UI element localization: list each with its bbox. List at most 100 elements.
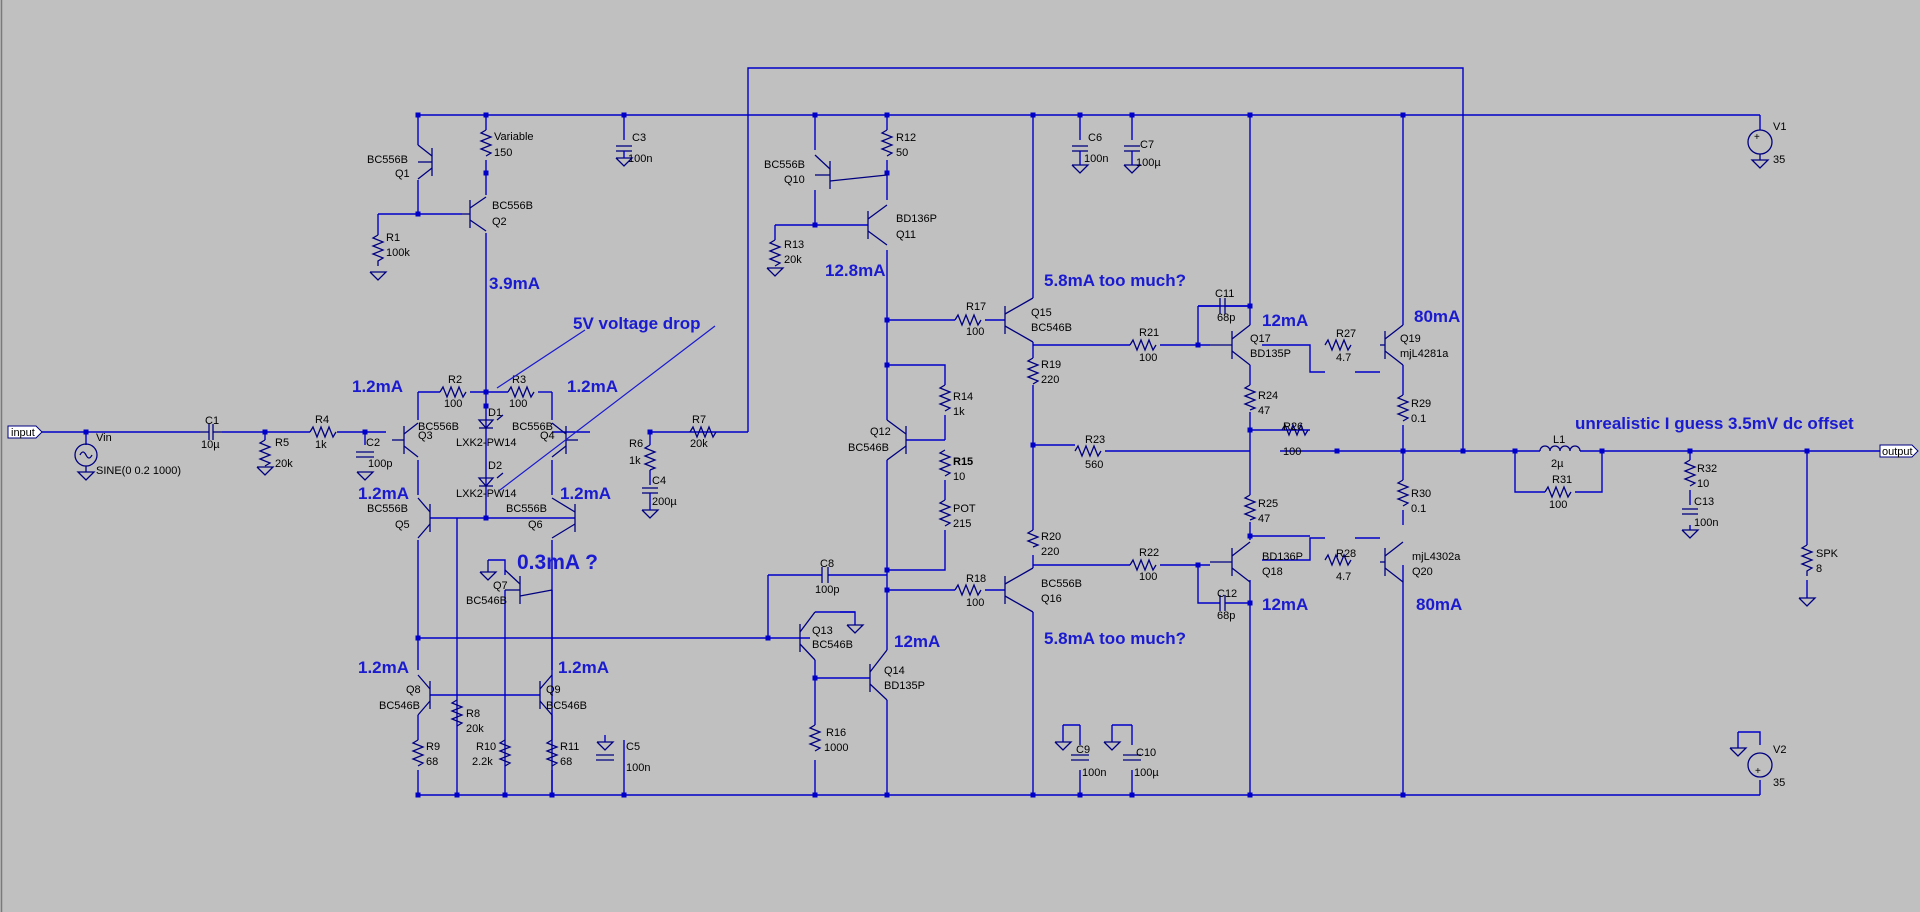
- q14-model: BD135P: [884, 680, 925, 692]
- capacitor-bodies: [200, 145, 1698, 761]
- r1-value: 100k: [386, 247, 410, 259]
- r5-value: 20k: [275, 458, 293, 470]
- r22-value: 100: [1139, 571, 1157, 583]
- r18-value: 100: [966, 597, 984, 609]
- r27-name: R27: [1336, 328, 1356, 340]
- l1-name: L1: [1553, 434, 1565, 446]
- spk-value: 8: [1816, 563, 1822, 575]
- q15-model: BC546B: [1031, 322, 1072, 334]
- svg-text:+: +: [1755, 766, 1761, 777]
- r12-name: R12: [896, 132, 916, 144]
- supply-v1-value: 35: [1773, 154, 1785, 166]
- r28-name: R28: [1336, 548, 1356, 560]
- vr-value: 150: [494, 147, 512, 159]
- r4-value: 1k: [315, 439, 327, 451]
- vin-source[interactable]: Vin SINE(0 0.2 1000): [74, 432, 181, 481]
- c2-value: 100p: [368, 458, 392, 470]
- r6-value: 1k: [629, 455, 641, 467]
- c8-name: C8: [820, 558, 834, 570]
- c3-name: C3: [632, 132, 646, 144]
- r12-value: 50: [896, 147, 908, 159]
- c10-name: C10: [1136, 747, 1156, 759]
- annotation-q19-current: 80mA: [1414, 307, 1460, 326]
- vdrop-pointer-1: [496, 329, 586, 389]
- q12-model: BC546B: [848, 442, 889, 454]
- r13-value: 20k: [784, 254, 802, 266]
- annotation-q14-current: 12mA: [894, 632, 940, 651]
- c2-name: C2: [366, 437, 380, 449]
- q16-model: BC556B: [1041, 578, 1082, 590]
- r13-name: R13: [784, 239, 804, 251]
- q17-model: BD135P: [1250, 348, 1291, 360]
- vin-value: SINE(0 0.2 1000): [96, 465, 181, 477]
- c6-value: 100n: [1084, 153, 1108, 165]
- supply-v1[interactable]: + V1 35: [1747, 121, 1786, 169]
- q11-model: BD136P: [896, 213, 937, 225]
- r25-value: 47: [1258, 513, 1270, 525]
- q3-name: Q3: [418, 430, 433, 442]
- annotation-q11-current: 12.8mA: [825, 261, 885, 280]
- r1-name: R1: [386, 232, 400, 244]
- led-d2[interactable]: [477, 472, 504, 487]
- r7-value: 20k: [690, 438, 708, 450]
- q5-name: Q5: [395, 519, 410, 531]
- c3-value: 100n: [628, 153, 652, 165]
- r4-name: R4: [315, 414, 329, 426]
- input-port[interactable]: input: [7, 425, 43, 439]
- c13-name: C13: [1694, 496, 1714, 508]
- r2-name: R2: [448, 374, 462, 386]
- r15-name: R15: [953, 456, 973, 468]
- d2-model: LXK2-PW14: [456, 488, 517, 500]
- r17-value: 100: [966, 326, 984, 338]
- c13-value: 100n: [1694, 517, 1718, 529]
- r21-name: R21: [1139, 327, 1159, 339]
- q1-model: BC556B: [367, 154, 408, 166]
- c4-value: 200µ: [652, 496, 677, 508]
- q20-model: mjL4302a: [1412, 551, 1461, 563]
- r3-name: R3: [512, 374, 526, 386]
- c9-value: 100n: [1082, 767, 1106, 779]
- supply-v2-value: 35: [1773, 777, 1785, 789]
- vr-name: Variable: [494, 131, 534, 143]
- r16-value: 1000: [824, 742, 848, 754]
- c7-name: C7: [1140, 139, 1154, 151]
- r25-name: R25: [1258, 498, 1278, 510]
- r18-name: R18: [966, 573, 986, 585]
- vdrop-pointer-2: [499, 325, 716, 491]
- r8-value: 20k: [466, 723, 484, 735]
- q1-name: Q1: [395, 168, 410, 180]
- annotation-q2-current: 3.9mA: [489, 274, 540, 293]
- q10-name: Q10: [784, 174, 805, 186]
- q19-model: mjL4281a: [1400, 348, 1449, 360]
- annotation-q6-current: 1.2mA: [560, 484, 611, 503]
- c11-name: C11: [1215, 288, 1234, 300]
- r14-value: 1k: [953, 406, 965, 418]
- annotation-q9-current: 1.2mA: [558, 658, 609, 677]
- c1-name: C1: [205, 415, 219, 427]
- r32-name: R32: [1697, 463, 1717, 475]
- r16-name: R16: [826, 727, 846, 739]
- r20-name: R20: [1041, 531, 1061, 543]
- led-d1[interactable]: [477, 414, 504, 429]
- c12-name: C12: [1217, 588, 1237, 600]
- r19-value: 220: [1041, 374, 1059, 386]
- q13-model: BC546B: [812, 639, 853, 651]
- r11-name: R11: [560, 741, 579, 753]
- pot-name: POT: [953, 503, 976, 515]
- r29-value: 0.1: [1411, 413, 1426, 425]
- annotation-q15-current: 5.8mA too much?: [1044, 271, 1186, 290]
- output-port[interactable]: output: [1879, 444, 1919, 458]
- q7-name: Q7: [493, 580, 508, 592]
- c1-value: 10µ: [201, 439, 220, 451]
- d1-name: D1: [488, 407, 502, 419]
- r23-value: 560: [1085, 459, 1103, 471]
- r21-value: 100: [1139, 352, 1157, 364]
- q4-name: Q4: [540, 430, 555, 442]
- annotation-q17-current: 12mA: [1262, 311, 1308, 330]
- supply-v2[interactable]: + V2 35: [1747, 744, 1786, 789]
- component-labels: BC556B Q1 BC556B Q2 Variable 150 R1 100k…: [201, 131, 1839, 779]
- r6-name: R6: [629, 438, 643, 450]
- svg-text:+: +: [1754, 132, 1760, 143]
- q2-name: Q2: [492, 216, 507, 228]
